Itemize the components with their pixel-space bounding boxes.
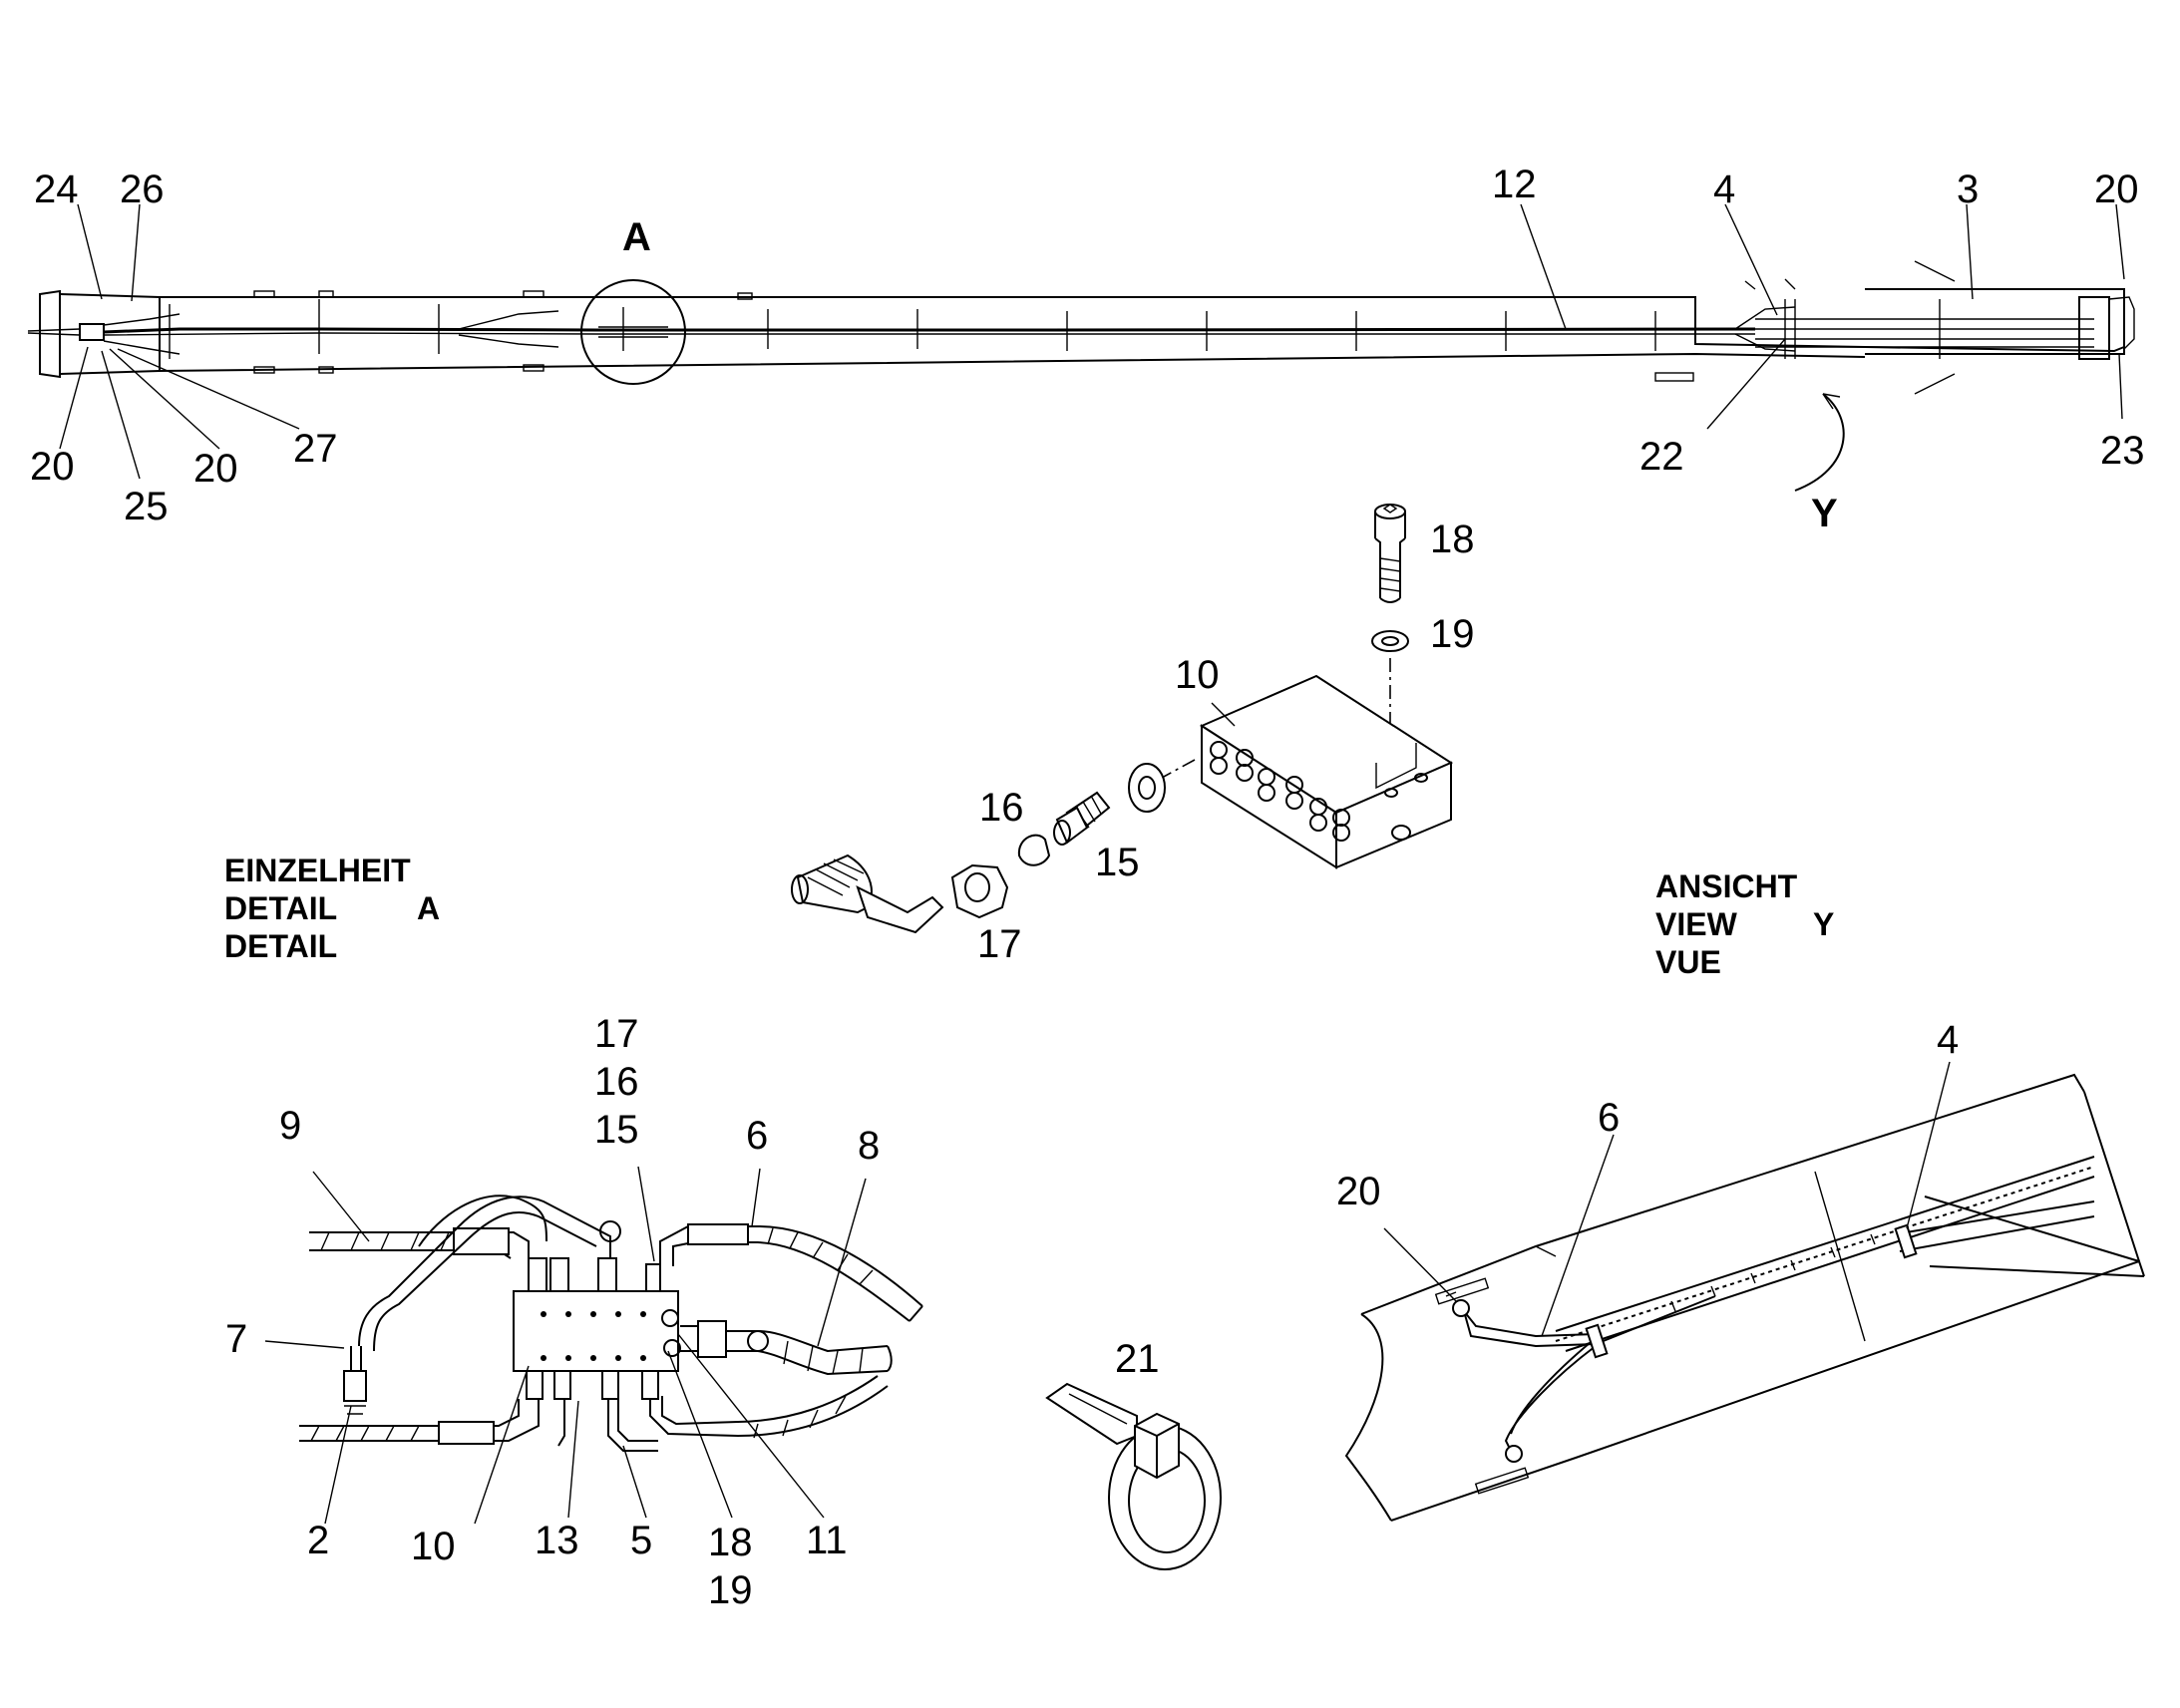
distributor-block: [1199, 674, 1454, 869]
caption-line-en: VIEW: [1655, 906, 1738, 942]
caption-line-en: DETAIL: [224, 890, 337, 926]
callout-11: 11: [806, 1519, 848, 1562]
callout-9: 9: [279, 1104, 301, 1148]
caption-line-de: ANSICHT: [1655, 868, 1798, 904]
callout-18: 18: [708, 1521, 753, 1564]
callout-17: 17: [594, 1012, 639, 1056]
union-nut: [950, 863, 1009, 919]
detail-a-marker: A: [622, 215, 651, 259]
exploded-view: 18 19 10 16 15 17: [791, 504, 1475, 966]
seal-ring: [1128, 763, 1166, 813]
boom-overview: 24 26 20 25 20 27 A 12 4 3 20 22 23 Y: [27, 163, 2145, 535]
caption-line-fr: DETAIL: [224, 928, 337, 964]
callout-21: 21: [1115, 1337, 1160, 1381]
callout-13: 13: [535, 1519, 579, 1562]
callout-24: 24: [34, 168, 79, 211]
caption-line-de: EINZELHEIT: [224, 853, 411, 888]
callout-27: 27: [293, 427, 338, 471]
callout-12: 12: [1492, 163, 1537, 206]
fitting: [1053, 791, 1111, 846]
cable-tie: 21: [1045, 1337, 1222, 1570]
callout-26: 26: [120, 168, 165, 211]
callout-4: 4: [1937, 1018, 1959, 1062]
view-y-arrow: [1794, 393, 1845, 492]
callout-20: 20: [2094, 168, 2139, 211]
callout-15: 15: [594, 1108, 639, 1152]
callout-23: 23: [2100, 429, 2145, 473]
view-y-caption: ANSICHT VIEW VUE Y: [1655, 868, 1834, 980]
callout-10: 10: [411, 1525, 456, 1568]
callout-19: 19: [1430, 612, 1475, 656]
callout-20: 20: [1336, 1170, 1381, 1213]
detail-a-view: 17 16 15 9 6 8 7 2 10 13 5 18 19 11: [225, 1012, 923, 1612]
detail-a-circle: [580, 279, 686, 385]
callout-8: 8: [858, 1124, 880, 1168]
view-y-marker: Y: [1811, 492, 1838, 535]
caption-ref: Y: [1813, 906, 1834, 942]
caption-ref: A: [417, 890, 440, 926]
callout-19: 19: [708, 1568, 753, 1612]
cutting-ring: [1017, 834, 1051, 866]
callout-7: 7: [225, 1317, 247, 1361]
callout-5: 5: [630, 1519, 652, 1562]
callout-22: 22: [1639, 435, 1684, 479]
callout-6: 6: [746, 1114, 768, 1158]
callout-4: 4: [1713, 168, 1735, 211]
callout-3: 3: [1957, 168, 1979, 211]
callout-15: 15: [1095, 841, 1140, 884]
callout-10: 10: [1175, 653, 1220, 697]
callout-2: 2: [307, 1519, 329, 1562]
callout-20: 20: [193, 447, 238, 491]
callout-6: 6: [1598, 1096, 1620, 1140]
callout-20: 20: [30, 445, 75, 489]
detail-a-caption: EINZELHEIT DETAIL DETAIL A: [224, 853, 440, 964]
caption-line-fr: VUE: [1655, 944, 1721, 980]
callout-16: 16: [594, 1060, 639, 1104]
callout-16: 16: [979, 786, 1024, 830]
callout-18: 18: [1430, 517, 1475, 561]
bolt: [1374, 504, 1406, 603]
callout-17: 17: [977, 922, 1022, 966]
hose-end: [791, 854, 944, 934]
view-y-view: 4 6 20: [1336, 1018, 2145, 1522]
callout-25: 25: [124, 485, 169, 528]
washer: [1371, 630, 1409, 652]
